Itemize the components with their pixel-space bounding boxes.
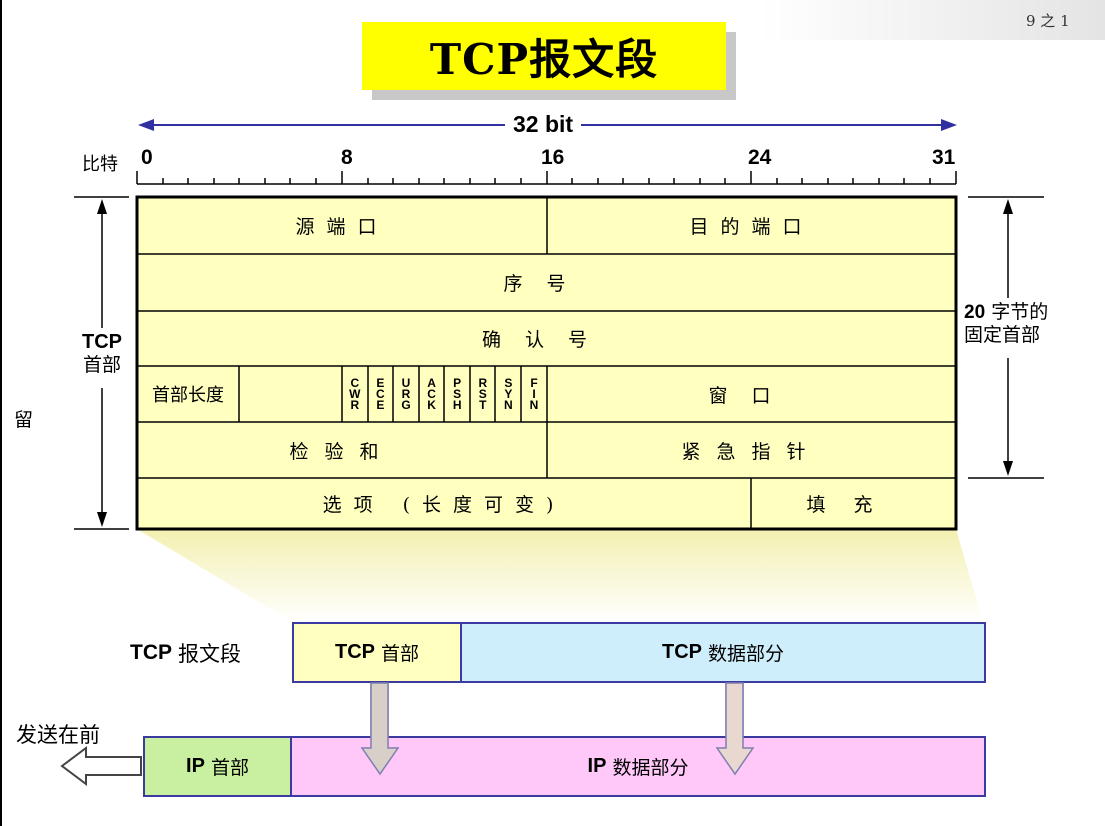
field-checksum: 检验和: [289, 440, 395, 463]
tcp-segment-label-zh: 报文段: [178, 642, 241, 666]
tcp-segment-header-box: TCP 首部: [292, 622, 462, 683]
tcp-segment-header-en: TCP: [334, 641, 375, 663]
page-title: TCP报文段: [362, 22, 726, 90]
ip-header-zh: 首部: [210, 757, 249, 779]
bit-tick-24: 24: [748, 146, 772, 169]
tcp-segment-data-zh: 数据部分: [707, 643, 784, 665]
send-first-label: 发送在前: [16, 723, 100, 747]
field-sequence-number: 序号: [503, 273, 590, 295]
tcp-segment-data-en: TCP: [661, 641, 702, 663]
ip-data-zh: 数据部分: [612, 757, 689, 779]
page-indicator: 9 之 1: [1026, 12, 1070, 30]
field-header-length: 首部长度: [152, 385, 224, 406]
ip-header-en: IP: [186, 755, 205, 777]
corner-shade: [760, 0, 1105, 40]
tcp-segment-data-box: TCP 数据部分: [460, 622, 986, 683]
funnel-shape: [137, 529, 983, 622]
bit-tick-31: 31: [932, 146, 956, 169]
send-first-arrow: [60, 746, 142, 786]
ip-header-box: IP 首部: [143, 736, 292, 797]
field-source-port: 源端口: [295, 216, 389, 238]
stray-char: 留: [14, 409, 34, 431]
field-dest-port: 目的端口: [689, 216, 814, 238]
tcp-header-side-label-zh: 首部: [82, 354, 121, 376]
fixed-header-label: 固定首部: [964, 324, 1041, 346]
field-options: 选项 (长度可变): [322, 494, 566, 516]
left-vertical-arrow: [74, 196, 129, 530]
tcp-header-side-label: TCP 首部: [72, 331, 132, 377]
slide-left-border: [0, 0, 2, 826]
right-vertical-arrow: [968, 196, 1044, 479]
tcp-segment-header-zh: 首部: [380, 643, 419, 665]
fixed-header-side-label: 20 字节的 固定首部: [964, 301, 1070, 347]
ip-data-box: IP 数据部分: [290, 736, 986, 797]
field-urgent-pointer: 紧急指针: [681, 440, 822, 463]
tcp-header-side-label-en: TCP: [82, 331, 122, 353]
field-padding: 填充: [806, 494, 901, 516]
tcp-header-grid: [135, 195, 958, 531]
bit-tick-0: 0: [141, 146, 153, 169]
bit-ruler: [136, 171, 957, 185]
bit-tick-16: 16: [541, 146, 565, 169]
ip-data-en: IP: [587, 755, 607, 777]
bit-tick-8: 8: [341, 146, 353, 169]
field-window: 窗口: [708, 384, 795, 407]
tcp-segment-label-en: TCP: [130, 641, 172, 664]
bit-axis-label: 比特: [82, 154, 118, 175]
fixed-header-bytes-unit: 字节的: [991, 301, 1049, 323]
fixed-header-bytes: 20: [964, 302, 986, 323]
field-ack-number: 确认号: [481, 329, 611, 351]
bit-width-label: 32 bit: [505, 111, 582, 138]
tcp-segment-label: TCP 报文段: [130, 638, 241, 668]
